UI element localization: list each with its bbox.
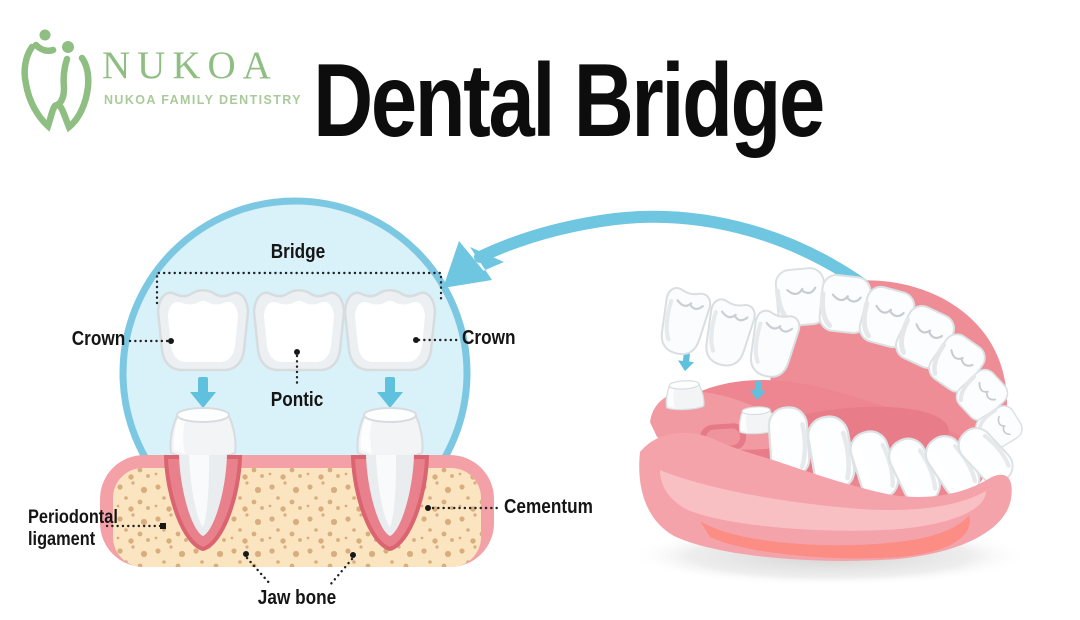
label-pontic: Pontic — [270, 389, 324, 411]
jaw-illustration — [630, 267, 1030, 586]
jaw-abutment-left — [664, 379, 705, 412]
brand-tagline: NUKOA FAMILY DENTISTRY — [104, 93, 302, 107]
label-cementum: Cementum — [504, 496, 593, 518]
page-title: Dental Bridge — [313, 43, 825, 159]
pontic-tooth — [252, 289, 346, 372]
label-periodontal-ligament: Periodontal ligament — [28, 507, 118, 550]
curved-arrow-icon — [443, 210, 892, 308]
leader-lines — [105, 271, 502, 587]
abutment-stub-left — [169, 407, 237, 459]
crown-tooth-right — [343, 289, 437, 372]
crown-tooth-left — [156, 289, 250, 372]
leader-dots — [160, 337, 431, 558]
anatomy-circle-diagram — [100, 197, 502, 587]
label-jaw-bone: Jaw bone — [257, 587, 337, 609]
logo[interactable]: NUKOA NUKOA FAMILY DENTISTRY — [20, 25, 340, 140]
tooth-people-icon — [21, 29, 92, 133]
label-crown-left: Crown — [71, 328, 125, 350]
abutment-stub-right — [356, 407, 424, 459]
gum-bone-cross-section — [100, 453, 494, 567]
label-bridge: Bridge — [270, 241, 326, 263]
brand-name: NUKOA — [102, 44, 278, 87]
label-crown-right: Crown — [462, 327, 516, 349]
